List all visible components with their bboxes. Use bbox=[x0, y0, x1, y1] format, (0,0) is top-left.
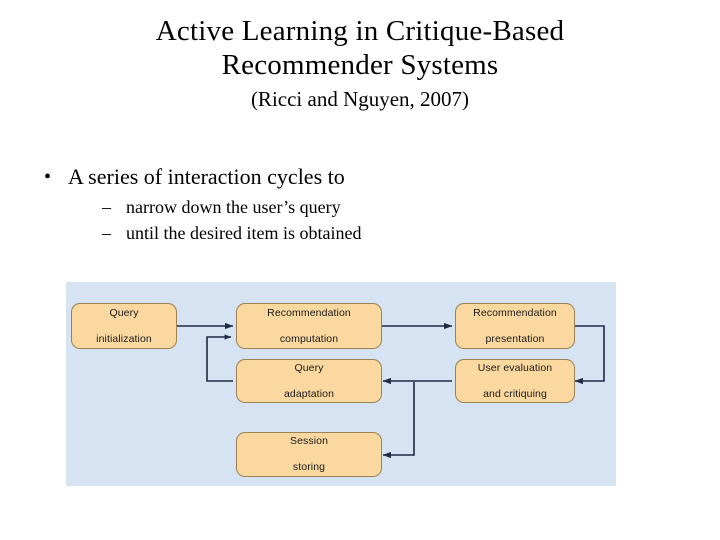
dash-marker-icon: – bbox=[102, 197, 111, 217]
node-recommendation-presentation[interactable]: Recommendation presentation bbox=[455, 303, 575, 349]
node-label-line1: Recommendation bbox=[267, 306, 351, 319]
node-label-line2: adaptation bbox=[283, 387, 335, 400]
node-label: Recommendation computation bbox=[259, 307, 359, 346]
page-title-line-1: Active Learning in Critique-Based bbox=[155, 15, 565, 47]
edge-evaluation-to-session-storing bbox=[382, 382, 415, 459]
node-label-line1: Query bbox=[294, 361, 324, 374]
bullet-list: • A series of interaction cycles to – na… bbox=[34, 162, 684, 246]
node-label-line1: Recommendation bbox=[473, 306, 557, 319]
node-label-line2: computation bbox=[279, 332, 339, 345]
node-label-line2: storing bbox=[292, 461, 326, 473]
node-label-line2: initialization bbox=[96, 332, 152, 345]
node-label-line1: Session bbox=[289, 435, 329, 447]
edge-presentation-to-evaluation bbox=[574, 325, 605, 385]
page-title: Active Learning in Critique-Based Recomm… bbox=[40, 14, 680, 82]
node-label: Query adaptation bbox=[276, 362, 342, 401]
node-query-adaptation[interactable]: Query adaptation bbox=[236, 359, 382, 403]
node-label-line2: and critiquing bbox=[483, 387, 547, 400]
process-diagram: Query initialization Recommendation comput… bbox=[66, 282, 616, 486]
node-label-line2: presentation bbox=[485, 332, 545, 345]
bullet-level2: – until the desired item is obtained bbox=[34, 220, 684, 246]
node-label-line1: Query bbox=[109, 306, 139, 319]
page-title-line-2: Recommender Systems bbox=[221, 49, 499, 81]
node-label: Query initialization bbox=[88, 307, 160, 346]
node-label: Recommendation presentation bbox=[465, 307, 565, 346]
bullet-level1-text: A series of interaction cycles to bbox=[68, 164, 345, 189]
title-block: Active Learning in Critique-Based Recomm… bbox=[40, 14, 680, 111]
bullet-marker-icon: • bbox=[44, 166, 52, 188]
node-label: Session storing bbox=[282, 435, 336, 474]
edge-adaptation-to-computation bbox=[206, 334, 233, 382]
node-label: User evaluation and critiquing bbox=[470, 362, 560, 401]
bullet-level1: • A series of interaction cycles to bbox=[34, 162, 684, 192]
node-user-evaluation[interactable]: User evaluation and critiquing bbox=[455, 359, 575, 403]
node-session-storing[interactable]: Session storing bbox=[236, 432, 382, 477]
diagram-connectors bbox=[176, 322, 605, 459]
bullet-level2-text: narrow down the user’s query bbox=[126, 197, 341, 217]
page-subtitle-citation: (Ricci and Nguyen, 2007) bbox=[250, 87, 470, 111]
dash-marker-icon: – bbox=[102, 223, 111, 243]
node-label-line1: User evaluation bbox=[477, 361, 553, 374]
bullet-level2: – narrow down the user’s query bbox=[34, 194, 684, 220]
node-recommendation-computation[interactable]: Recommendation computation bbox=[236, 303, 382, 349]
node-query-initialization[interactable]: Query initialization bbox=[71, 303, 177, 349]
bullet-level2-text: until the desired item is obtained bbox=[126, 223, 362, 243]
